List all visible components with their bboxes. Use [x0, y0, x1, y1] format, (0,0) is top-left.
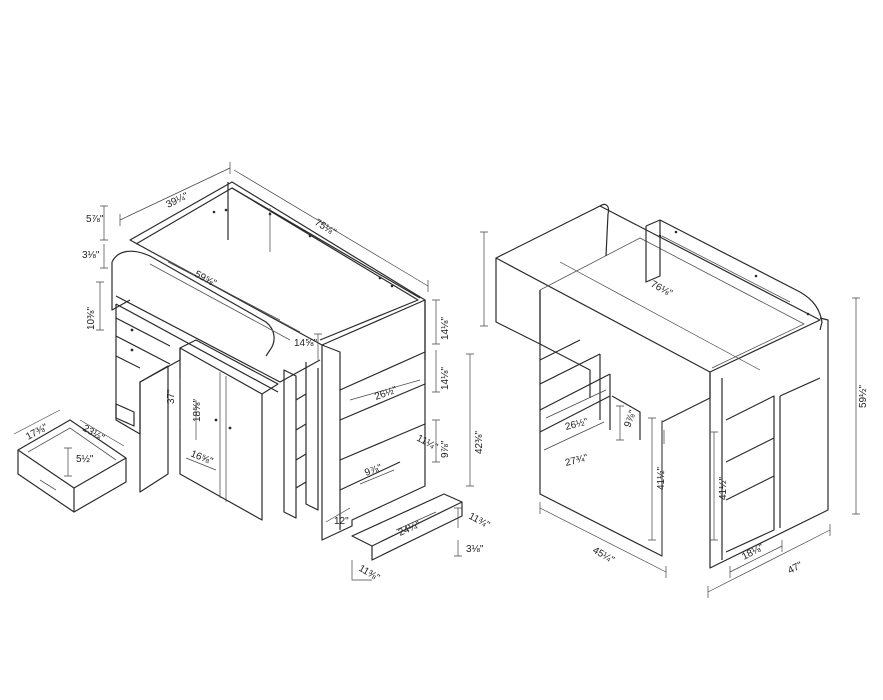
drawer-labels: 17⅜" 23⅛" 5½"	[24, 422, 106, 465]
dim-76-1-8: 76⅛"	[649, 279, 675, 300]
dim-14-1-8-b: 14⅛"	[440, 367, 451, 390]
dim-41-1-2-b: 41½"	[718, 477, 729, 500]
right-left-side-panel	[495, 258, 541, 345]
right-view-loft-bed	[495, 203, 829, 569]
left-desk-cabinet	[179, 347, 263, 521]
dim-3-1-8-b: 3⅛"	[466, 544, 484, 555]
left-headboard	[227, 182, 426, 360]
dim-23-1-8: 23⅛"	[81, 423, 107, 444]
dim-10-3-8: 10⅜"	[86, 307, 97, 330]
dim-11-3-8: 11⅜"	[357, 563, 382, 584]
dim-37: 37"	[166, 389, 177, 404]
left-ladder	[283, 362, 319, 519]
dim-14-5-8: 14⅝"	[294, 338, 317, 349]
dim-41-1-2: 41½"	[656, 467, 667, 490]
right-tall-cabinet	[709, 317, 829, 569]
dim-5-1-2: 5½"	[76, 454, 94, 465]
dim-3-1-8: 3⅛"	[82, 250, 100, 261]
dim-18-5-8: 18⅝"	[192, 399, 203, 422]
dim-9-7-8: 9⅞"	[440, 440, 451, 458]
right-bed-top	[495, 205, 821, 373]
dim-14-1-8: 14⅛"	[440, 317, 451, 340]
dim-11-1-4: 11¼"	[415, 432, 441, 453]
dim-9-7-8-b: 9⅞"	[363, 462, 384, 478]
dim-75-1-8: 75⅛"	[312, 217, 338, 239]
dim-5-7-8: 5⅞"	[86, 214, 104, 225]
dim-16-5-8: 16⅝"	[189, 449, 215, 468]
right-view-dimension-lines	[480, 231, 860, 598]
dim-45-1-4: 45¼"	[591, 544, 617, 566]
left-open-door	[139, 365, 169, 493]
dim-9-7-8-r: 9⅞"	[622, 408, 638, 429]
dim-11-3-4: 11¾"	[467, 511, 492, 531]
left-view-dimension-lines	[13, 162, 474, 581]
left-detached-drawer	[17, 419, 127, 513]
dim-59-1-2: 59½"	[858, 385, 869, 408]
dim-27-3-4: 27¾"	[564, 453, 589, 469]
left-guard-panel	[111, 250, 275, 357]
left-view-loft-bed	[17, 181, 463, 561]
dim-47: 47"	[786, 560, 805, 577]
dim-24-1-4: 24¼"	[396, 518, 422, 539]
right-guard-rail	[645, 219, 823, 331]
left-shelf-tower	[321, 300, 463, 561]
left-view-labels: 5⅞" 39¼" 75⅛" 3⅛" 59⅝" 10⅜" 14⅛" 14⅝" 14…	[82, 190, 492, 584]
dim-18-1-8: 18⅛"	[740, 542, 766, 563]
dim-12: 12"	[334, 516, 349, 527]
dim-42-3-8: 42⅜"	[474, 431, 485, 454]
